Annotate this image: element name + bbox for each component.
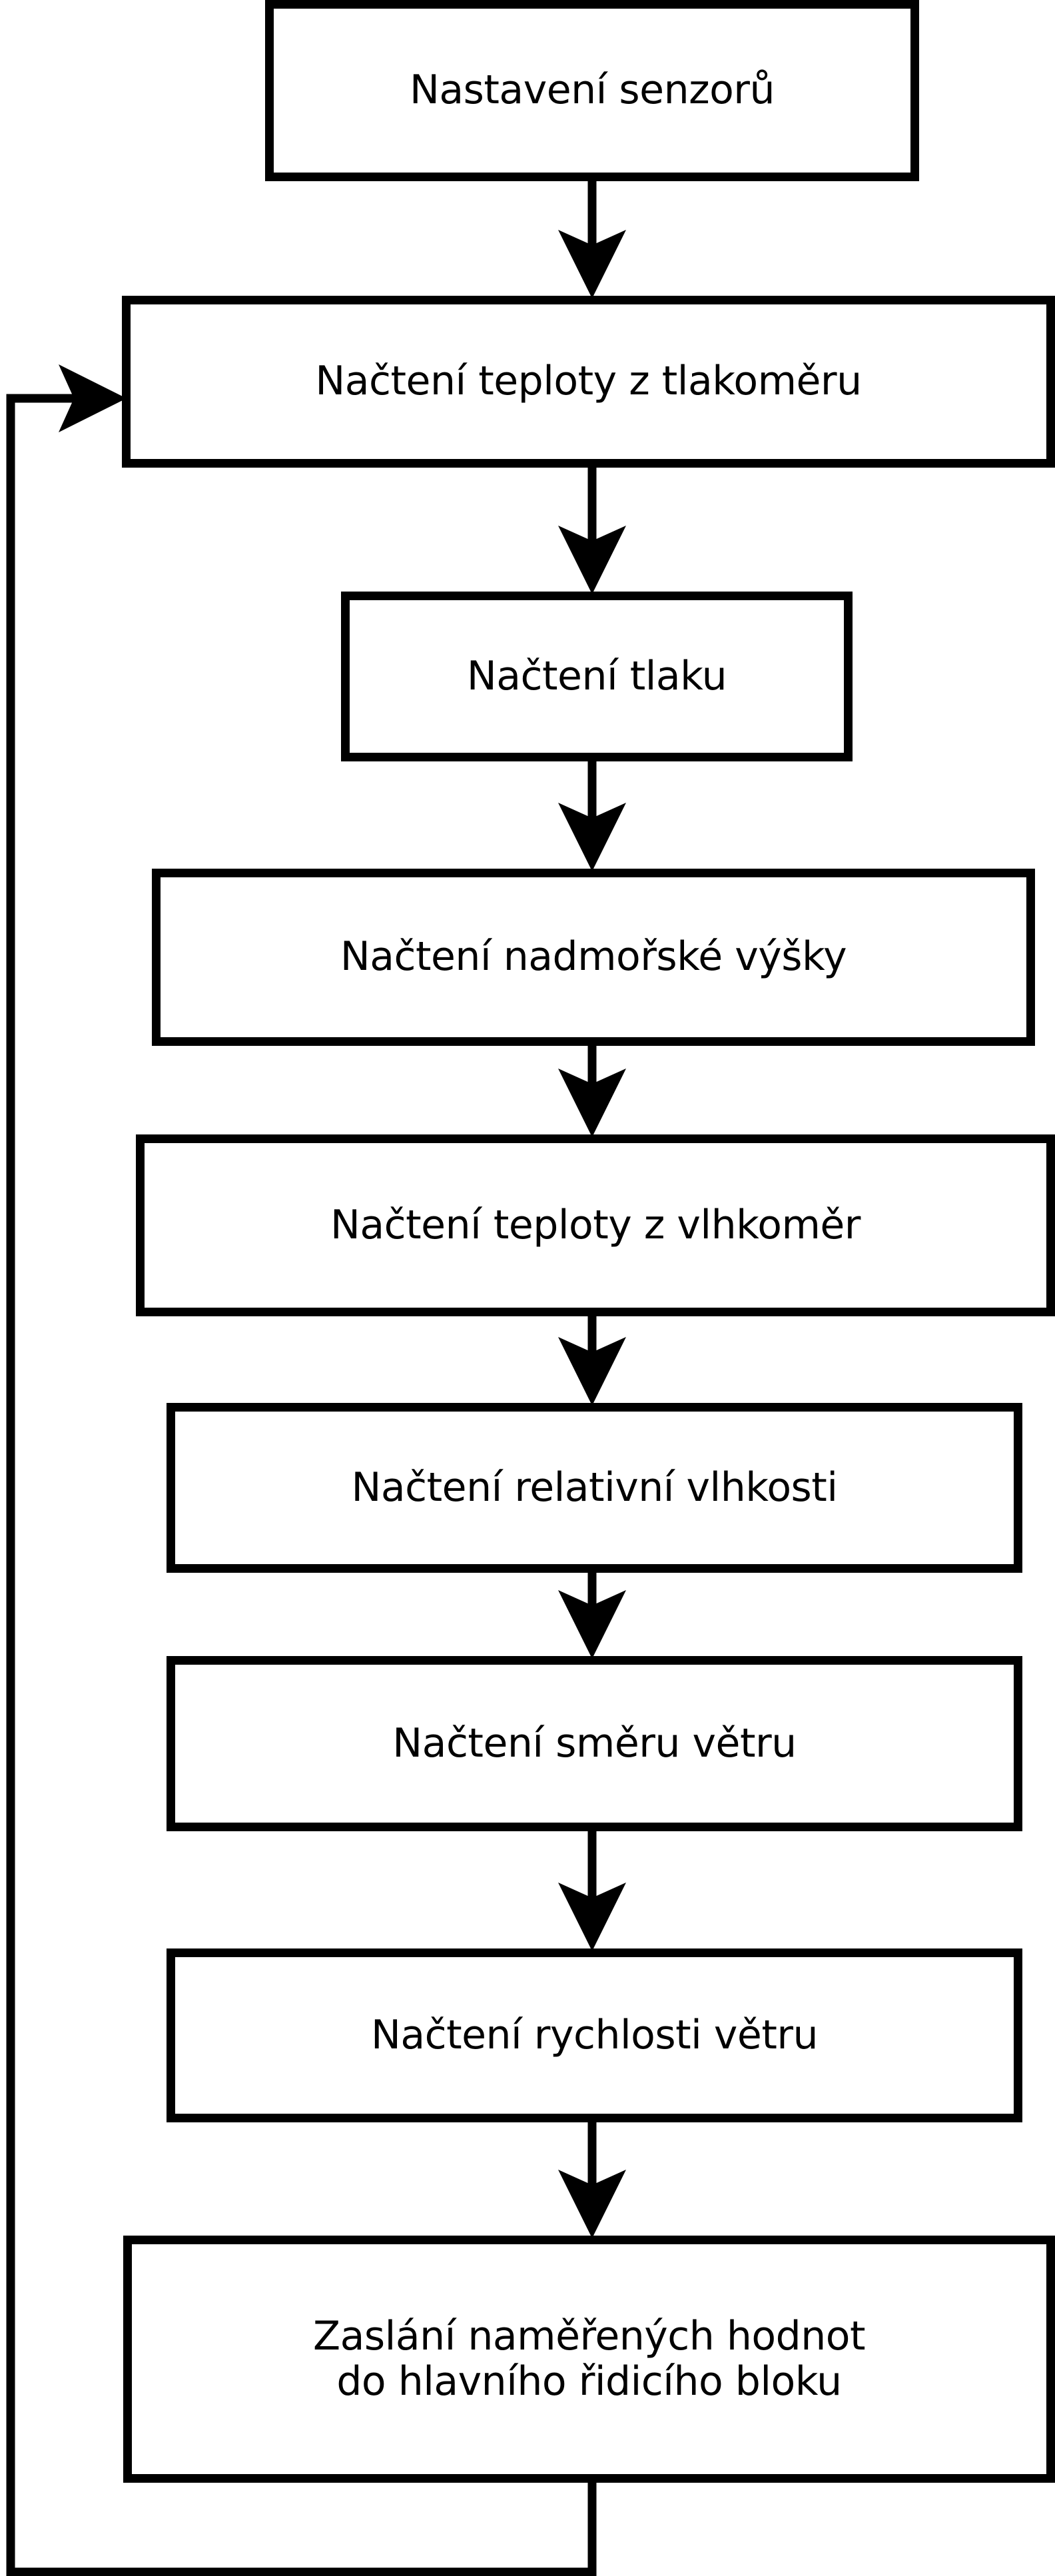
edge-n6-n7 xyxy=(558,1573,626,1659)
edge-n4-n5 xyxy=(558,1046,626,1137)
node-label-line1: Zaslání naměřených hodnot xyxy=(313,2313,865,2360)
node-nacteni-teploty-z-tlakomeru[interactable]: Načtení teploty z tlakoměru xyxy=(122,296,1055,468)
node-label: Načtení směru větru xyxy=(392,1719,797,1767)
node-label: Načtení tlaku xyxy=(466,652,727,699)
edge-n5-n6 xyxy=(558,1316,626,1406)
node-label: Načtení relativní vlhkosti xyxy=(351,1464,839,1511)
node-label: Načtení teploty z tlakoměru xyxy=(315,358,862,405)
edge-n7-n8 xyxy=(558,1831,626,1951)
node-label: Nastavení senzorů xyxy=(410,67,775,114)
node-nacteni-teploty-z-vlhkomeru[interactable]: Načtení teploty z vlhkoměr xyxy=(136,1134,1055,1316)
node-label: Načtení rychlosti větru xyxy=(370,2011,819,2058)
node-nacteni-smeru-vetru[interactable]: Načtení směru větru xyxy=(167,1656,1022,1831)
edge-n9-n2-feedback xyxy=(6,364,597,2576)
node-nacteni-nadmorske-vysky[interactable]: Načtení nadmořské výšky xyxy=(152,869,1035,1046)
edge-n8-n9 xyxy=(558,2122,626,2238)
node-zaslani-namerenych-hodnot[interactable]: Zaslání naměřených hodnot do hlavního ři… xyxy=(123,2236,1055,2483)
node-nacteni-tlaku[interactable]: Načtení tlaku xyxy=(341,592,853,761)
node-label-line2: do hlavního řidicího bloku xyxy=(336,2358,842,2405)
node-label: Načtení teploty z vlhkoměr xyxy=(330,1201,861,1248)
node-nacteni-relativni-vlhkosti[interactable]: Načtení relativní vlhkosti xyxy=(167,1403,1022,1573)
edge-n2-n3 xyxy=(558,468,626,594)
edge-n1-n2 xyxy=(558,181,626,298)
node-label: Načtení nadmořské výšky xyxy=(340,933,847,981)
edge-n3-n4 xyxy=(558,761,626,871)
node-nacteni-rychlosti-vetru[interactable]: Načtení rychlosti větru xyxy=(167,1948,1022,2122)
node-nastaveni-senzoru[interactable]: Nastavení senzorů xyxy=(265,0,919,181)
